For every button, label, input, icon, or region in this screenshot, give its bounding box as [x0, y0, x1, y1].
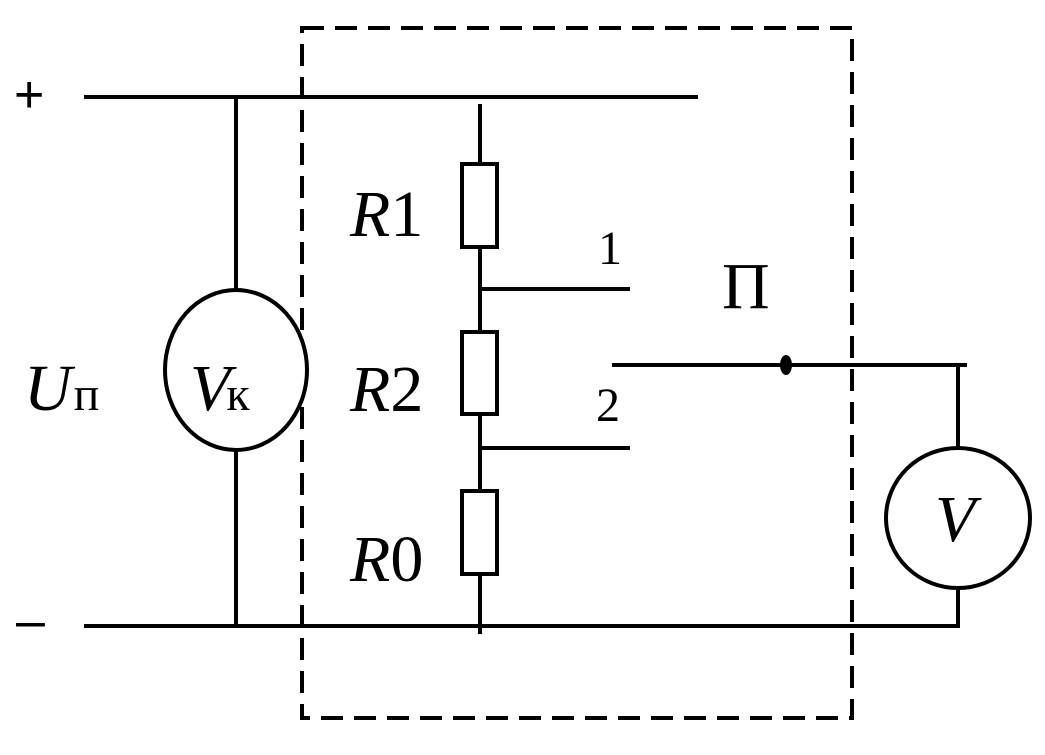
minus-terminal-label: –: [16, 592, 45, 650]
contact-1-label: 1: [598, 222, 622, 275]
resistor-r0-label: R0: [349, 523, 423, 596]
contact-2-label: 2: [596, 379, 620, 432]
device-enclosure: [300, 26, 854, 720]
output-meter-label: V: [935, 483, 982, 556]
control-meter-label: Vк: [190, 352, 250, 425]
resistor-r2-label: R2: [349, 353, 423, 426]
control-voltmeter: [163, 288, 309, 452]
resistor-r1: [460, 162, 499, 249]
resistor-r2: [460, 330, 499, 416]
switch-label: П: [722, 250, 770, 323]
plus-terminal-label: +: [14, 66, 44, 124]
supply-voltage-label: Uп: [24, 352, 99, 425]
resistor-r0: [460, 489, 499, 576]
output-voltmeter: [884, 446, 1032, 590]
switch-pivot-dot: [780, 355, 792, 375]
resistor-r1-label: R1: [349, 178, 423, 251]
